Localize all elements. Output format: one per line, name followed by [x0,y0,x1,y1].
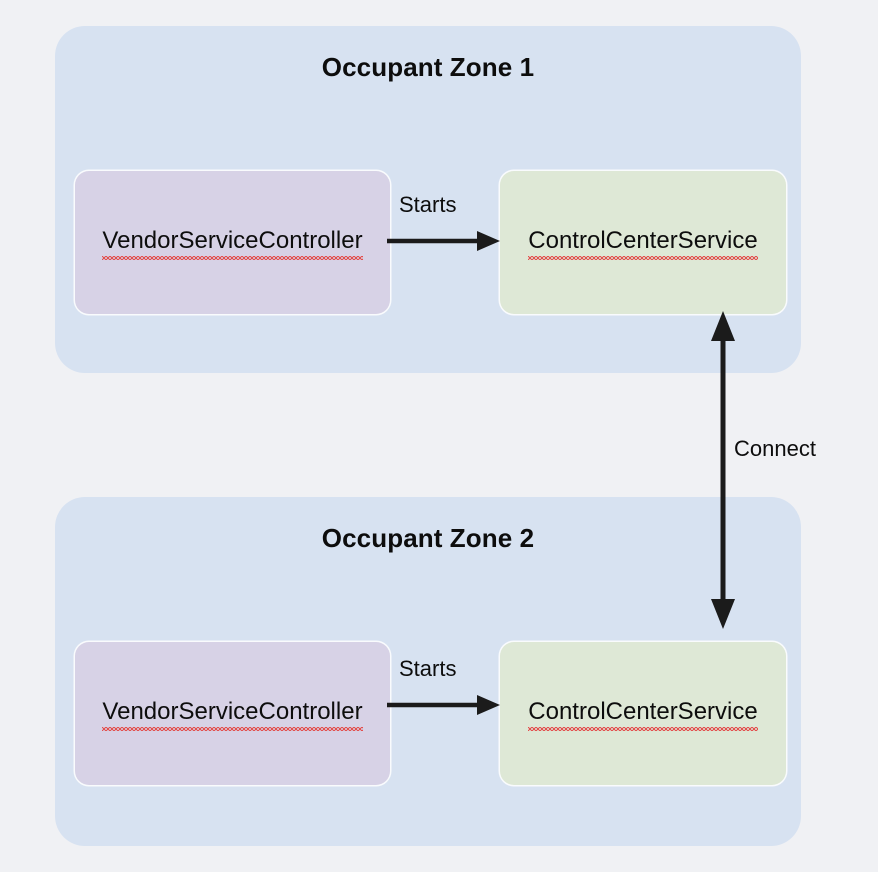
node-control-center-service-1[interactable]: ControlCenterService [500,171,786,314]
edge-label-starts-2: Starts [399,656,457,681]
zone-2-title: Occupant Zone 2 [321,523,535,553]
node-label-control-center-service-2: ControlCenterService [528,698,759,731]
occupant-zone-2: Occupant Zone 2 VendorServiceController … [55,497,801,846]
node-vendor-service-controller-2[interactable]: VendorServiceController [75,642,390,785]
edge-label-starts-1: Starts [399,192,457,217]
node-control-center-service-2[interactable]: ControlCenterService [500,642,786,785]
zone-1-title: Occupant Zone 1 [321,52,535,82]
node-label-control-center-service-1: ControlCenterService [528,227,759,260]
node-vendor-service-controller-1[interactable]: VendorServiceController [75,171,390,314]
node-label-vendor-service-controller-2: VendorServiceController [102,698,363,731]
edge-label-connect: Connect [734,436,816,461]
node-label-vendor-service-controller-1: VendorServiceController [102,227,363,260]
occupant-zone-1: Occupant Zone 1 VendorServiceController … [55,26,801,373]
